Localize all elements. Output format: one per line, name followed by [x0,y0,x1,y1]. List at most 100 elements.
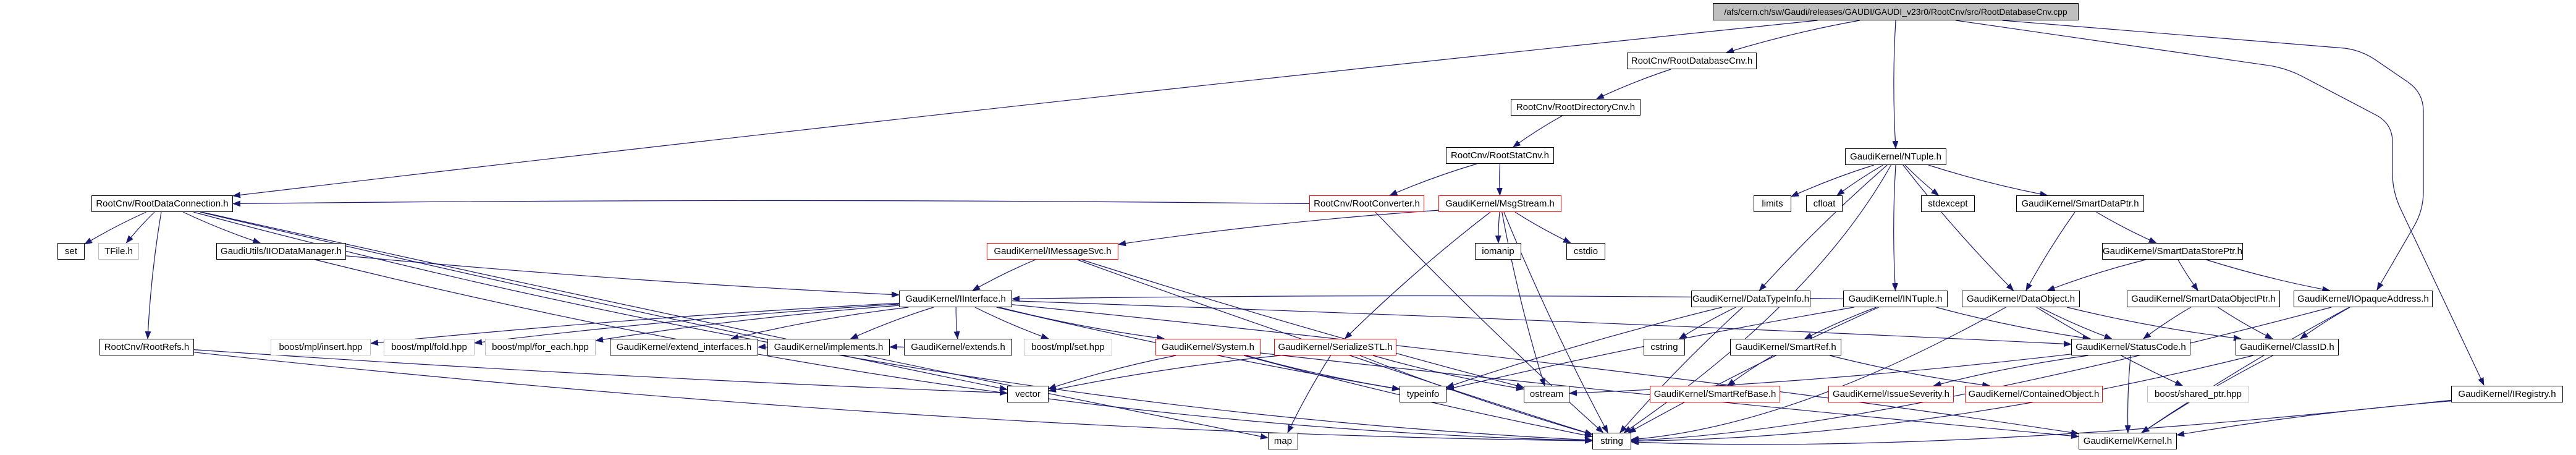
node-IIODataManager[interactable]: GaudiUtils/IIODataManager.h [216,243,346,260]
edge-MsgStream-string [1503,211,1608,433]
node-StatusCode[interactable]: GaudiKernel/StatusCode.h [2071,339,2190,355]
edge-MsgStream-ostream [1501,211,1545,386]
node-stdexcept: stdexcept [1921,195,1975,212]
node-System[interactable]: GaudiKernel/System.h [1155,339,1261,355]
node-SmartRef[interactable]: GaudiKernel/SmartRef.h [1730,339,1841,355]
edge-INTuple-StatusCode [1936,307,2091,341]
edge-DataTypeInfo-typeinfo [1446,307,1723,388]
edge-DataObject-ClassID [2066,307,2242,341]
edge-StatusCode-ostream [1569,354,2072,396]
node-insert: boost/mpl/insert.hpp [271,339,371,355]
node-for_each: boost/mpl/for_each.hpp [485,339,596,355]
edge-DataTypeInfo-string [1620,307,1743,433]
node-RootDirectoryCnv[interactable]: RootCnv/RootDirectoryCnv.h [1511,99,1641,116]
node-DataObject[interactable]: GaudiKernel/DataObject.h [1962,291,2080,307]
edge-StatusCode-IssueSeverity [1933,355,2088,387]
edge-RootConverter-string [1375,211,1604,433]
node-ClassID[interactable]: GaudiKernel/ClassID.h [2236,339,2339,355]
edge-IRegistry-Kernel [2176,401,2452,437]
edge-NTuple-limits [1791,164,1874,197]
edge-RootConverter-RootDataConnection [232,200,1310,207]
edge-IInterface-extends [953,307,960,339]
node-IInterface[interactable]: GaudiKernel/IInterface.h [899,291,1012,307]
node-iomanip: iomanip [1475,243,1521,260]
node-RootConverter[interactable]: RootCnv/RootConverter.h [1309,195,1424,212]
edge-NTuple-stdexcept [1904,164,1940,196]
node-extends[interactable]: GaudiKernel/extends.h [904,339,1012,355]
node-SmartDataPtr[interactable]: GaudiKernel/SmartDataPtr.h [2016,195,2144,212]
node-string: string [1592,433,1631,449]
node-NTuple[interactable]: GaudiKernel/NTuple.h [1845,148,1946,165]
node-typeinfo: typeinfo [1400,386,1446,402]
edge-SmartRef-ContainedObject [1830,355,1991,388]
edge-IOpaqueAddress-string [1631,307,2332,443]
node-extend_interfaces[interactable]: GaudiKernel/extend_interfaces.h [610,339,758,355]
node-SerializeSTL[interactable]: GaudiKernel/SerializeSTL.h [1274,339,1396,355]
node-SmartRefBase[interactable]: GaudiKernel/SmartRefBase.h [1650,386,1780,402]
node-MsgStream[interactable]: GaudiKernel/MsgStream.h [1438,195,1561,212]
node-map: map [1268,433,1298,449]
edge-RootDataConnection-TFile [125,211,155,244]
node-DataTypeInfo[interactable]: GaudiKernel/DataTypeInfo.h [1691,291,1810,307]
edge-NTuple-cfloat [1836,164,1883,196]
node-cstdio: cstdio [1566,243,1605,260]
edge-System-typeinfo [1246,355,1400,391]
edge-MsgStream-SerializeSTL [1344,211,1491,339]
edge-IInterface-StatusCode [1011,300,2072,347]
edge-SmartDataStorePtr-SmartDataObjectPtr [2177,259,2198,291]
node-IssueSeverity[interactable]: GaudiKernel/IssueSeverity.h [1828,386,1954,402]
node-cstring: cstring [1644,339,1685,355]
edge-RootDataConnection-RootRefs [145,211,162,339]
edge-RootDataConnection-map [201,211,1269,440]
node-SmartDataObjectPtr[interactable]: GaudiKernel/SmartDataObjectPtr.h [2127,291,2280,307]
edge-RootDataConnection-vector [200,211,1008,391]
edge-DataObject-StatusCode [2040,307,2113,339]
node-IOpaqueAddress[interactable]: GaudiKernel/IOpaqueAddress.h [2294,291,2433,307]
node-fold: boost/mpl/fold.hpp [384,339,475,355]
edge-IInterface-extend_interfaces [730,307,909,341]
edge-IIODataManager-IInterface [345,255,900,298]
node-RootDataConnection[interactable]: RootCnv/RootDataConnection.h [91,195,233,212]
node-INTuple[interactable]: GaudiKernel/INTuple.h [1843,291,1948,307]
edge-IRegistry-string [1631,399,2452,446]
node-TFile: TFile.h [98,243,139,260]
edge-SerializeSTL-vector [1048,355,1281,393]
node-RootDatabaseCnv[interactable]: RootCnv/RootDatabaseCnv.h [1627,53,1757,69]
edge-NTuple-DataTypeInfo [1759,164,1888,291]
node-IRegistry[interactable]: GaudiKernel/IRegistry.h [2451,386,2563,402]
edge-IInterface-set_hpp [974,307,1049,339]
edge-SmartDataPtr-DataObject [2025,211,2076,291]
edge-SmartDataObjectPtr-ClassID [2218,307,2273,339]
node-RootRefs[interactable]: RootCnv/RootRefs.h [99,339,194,355]
node-implements[interactable]: GaudiKernel/implements.h [767,339,890,355]
node-main: /afs/cern.ch/sw/Gaudi/releases/GAUDI/GAU… [1713,3,2079,20]
node-IMessageSvc[interactable]: GaudiKernel/IMessageSvc.h [987,243,1118,260]
edge-MsgStream-IMessageSvc [1118,210,1439,247]
edge-ClassID-string [1631,355,2253,444]
edge-RootRefs-string [193,352,1593,444]
edge-main-IRegistry [1956,20,2485,386]
node-set: set [57,243,85,260]
edge-IInterface-implements [850,307,934,339]
edge-main-RootDatabaseCnv [1726,20,1860,54]
edge-INTuple-SmartRef [1804,307,1877,339]
node-SmartDataStorePtr[interactable]: GaudiKernel/SmartDataStorePtr.h [2102,243,2243,260]
edge-SerializeSTL-ostream [1372,355,1524,391]
edge-DataTypeInfo-cstring [1678,307,1736,339]
edge-SmartRef-SmartRefBase [1727,355,1774,386]
edge-MsgStream-cstdio [1514,211,1572,244]
node-RootStatCnv[interactable]: RootCnv/RootStatCnv.h [1446,147,1554,164]
edge-IInterface-for_each [595,305,900,343]
edge-NTuple-INTuple [1891,164,1898,291]
edge-IMessageSvc-ostream [1081,259,1524,389]
node-shared_ptr: boost/shared_ptr.hpp [2147,386,2249,402]
edge-StatusCode-Kernel [2124,355,2131,433]
edge-RootDataConnection-string [193,211,1593,443]
node-ContainedObject[interactable]: GaudiKernel/ContainedObject.h [1965,386,2103,402]
node-Kernel[interactable]: GaudiKernel/Kernel.h [2079,433,2177,449]
edge-IMessageSvc-IInterface [972,259,1036,291]
edge-RootStatCnv-RootConverter [1389,163,1477,196]
edge-IOpaqueAddress-Kernel [2141,307,2350,433]
